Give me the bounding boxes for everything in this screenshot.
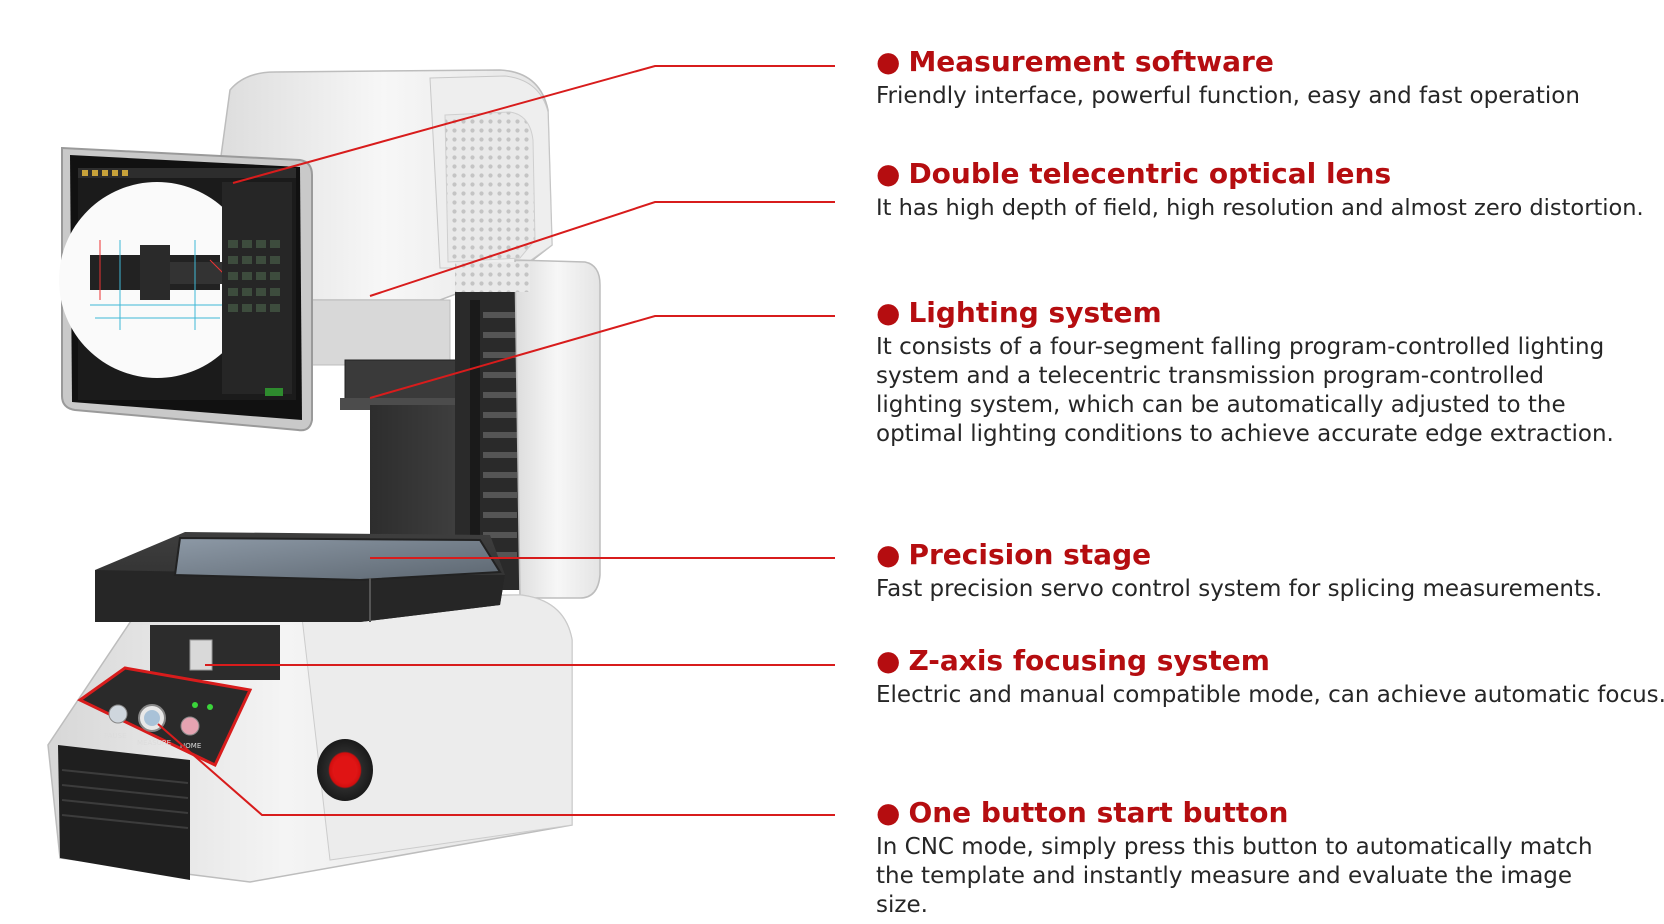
feature-description: It consists of a four-segment falling pr… [876, 334, 1614, 447]
lens-barrel [299, 299, 480, 410]
feature-description: Fast precision servo control system for … [876, 576, 1603, 602]
feature-description: In CNC mode, simply press this button to… [876, 834, 1593, 918]
focus-knob[interactable] [317, 739, 373, 801]
bullet-icon: ● [876, 296, 901, 329]
monitor [59, 146, 313, 432]
leader-line-start-button [157, 723, 835, 816]
feature-z-axis: ●Z-axis focusing system Electric and man… [876, 643, 1664, 710]
feature-description: Electric and manual compatible mode, can… [876, 682, 1664, 708]
feature-description: Friendly interface, powerful function, e… [876, 83, 1580, 109]
feature-title-text: One button start button [908, 796, 1289, 829]
precision-stage [95, 532, 505, 622]
feature-title: ●Double telecentric optical lens [876, 156, 1656, 192]
feature-title: ●Precision stage [876, 537, 1656, 573]
feature-optical-lens: ●Double telecentric optical lens It has … [876, 156, 1656, 223]
feature-description: It has high depth of field, high resolut… [876, 195, 1644, 221]
bullet-icon: ● [876, 796, 901, 829]
leader-line-lighting-system [369, 315, 835, 399]
machine-base: PAUSE MEASURE HOME [47, 594, 573, 883]
leader-line-optical-lens [369, 201, 835, 297]
bullet-icon: ● [876, 157, 901, 190]
feature-start-button: ●One button start button In CNC mode, si… [876, 795, 1656, 920]
feature-title-text: Precision stage [908, 538, 1152, 571]
feature-lighting-system: ●Lighting system It consists of a four-s… [876, 295, 1656, 449]
bullet-icon: ● [876, 644, 901, 677]
feature-title-text: Z-axis focusing system [908, 644, 1270, 677]
panel-label-home: HOME [180, 742, 201, 750]
leader-lines [157, 65, 835, 816]
feature-title: ●Lighting system [876, 295, 1656, 331]
feature-title: ●Z-axis focusing system [876, 643, 1656, 679]
feature-precision-stage: ●Precision stage Fast precision servo co… [876, 537, 1656, 604]
bullet-icon: ● [876, 45, 901, 78]
feature-title-text: Measurement software [908, 45, 1274, 78]
panel-label-pause: PAUSE [104, 732, 127, 740]
feature-measurement-software: ●Measurement software Friendly interface… [876, 44, 1656, 111]
panel-label-measure: MEASURE [137, 739, 171, 747]
feature-title: ●One button start button [876, 795, 1656, 831]
leader-line-measurement-software [232, 65, 835, 184]
feature-title-text: Lighting system [908, 296, 1162, 329]
feature-title: ●Measurement software [876, 44, 1656, 80]
bullet-icon: ● [876, 538, 901, 571]
side-cover [455, 259, 601, 599]
feature-title-text: Double telecentric optical lens [908, 157, 1392, 190]
